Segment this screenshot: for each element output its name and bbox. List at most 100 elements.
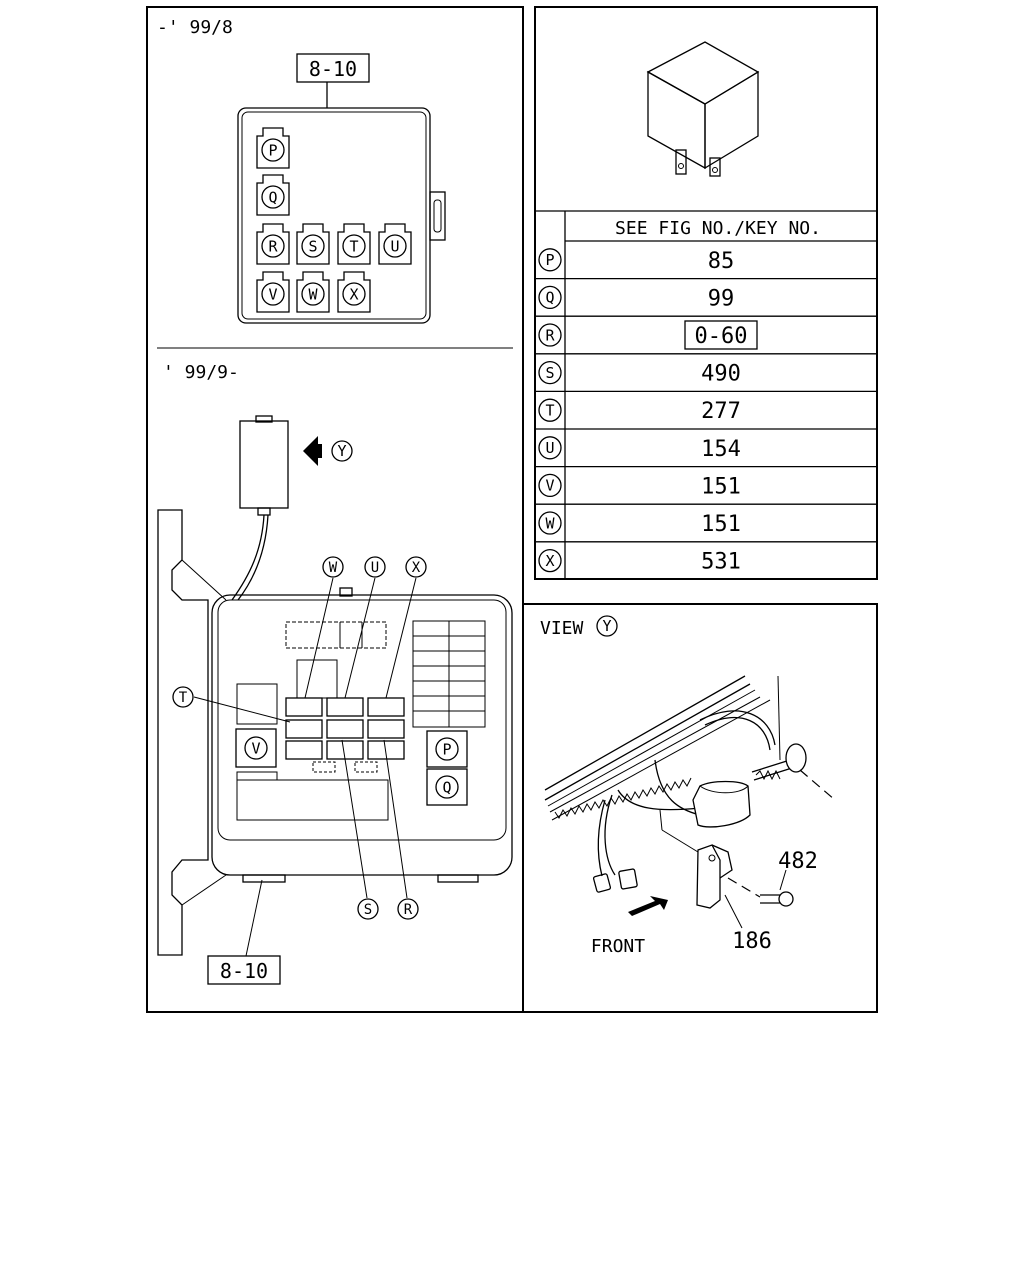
callout-w-letter: W	[329, 560, 338, 576]
connector-v-circle-letter: V	[268, 285, 277, 303]
table-row: P 85	[535, 248, 877, 280]
connector-x-circle: X	[342, 282, 366, 306]
box-label-p-letter: P	[442, 740, 451, 758]
connector-w: W	[296, 271, 330, 313]
frame-rail	[544, 675, 781, 821]
view-panel-frame	[522, 603, 878, 1013]
ref-box-bottom: 8-10	[207, 955, 281, 985]
connector-t: T	[337, 223, 371, 265]
box-label-q-letter: Q	[442, 778, 451, 796]
view-arrow-icon	[303, 436, 322, 466]
table-key-q: Q	[538, 285, 562, 310]
connector-q-circle: Q	[261, 185, 285, 209]
callout-t: T	[172, 686, 194, 708]
callout-r-letter: R	[404, 902, 413, 918]
connector-p-circle-letter: P	[268, 141, 277, 159]
key-table-frame	[534, 6, 878, 580]
view-title-marker-letter: Y	[602, 617, 611, 635]
table-value: 151	[701, 474, 741, 499]
part-number-bracket: 186	[732, 929, 772, 954]
date-label-pre: -' 99/8	[157, 17, 233, 38]
table-key-u: U	[538, 436, 562, 460]
relay-connector	[692, 780, 751, 828]
table-key-t: T	[538, 398, 562, 422]
box-label-v: V	[244, 736, 268, 760]
relay-illustration	[646, 41, 760, 177]
relay-component	[231, 415, 289, 601]
table-row: W 151	[535, 511, 877, 543]
box-label-q: Q	[435, 775, 459, 799]
table-key-u-letter: U	[545, 439, 554, 457]
callout-s-letter: S	[364, 902, 372, 918]
table-value: 85	[708, 249, 735, 274]
table-key-p: P	[538, 248, 562, 272]
view-marker-circle: Y	[331, 440, 353, 462]
table-key-r: R	[538, 323, 562, 347]
connector-p-circle: P	[261, 138, 285, 162]
socket-q-box	[426, 768, 468, 806]
table-value: 531	[701, 550, 741, 575]
table-value: 277	[701, 399, 741, 424]
table-value: 151	[701, 512, 741, 537]
connector-u-circle-letter: U	[390, 237, 399, 255]
table-key-t-letter: T	[545, 401, 554, 419]
table-value: 154	[701, 437, 741, 462]
box-label-v-letter: V	[251, 739, 260, 757]
mounting-bracket	[157, 509, 227, 956]
connector-plugs	[592, 868, 638, 893]
table-key-v-letter: V	[545, 477, 554, 495]
connector-t-circle-letter: T	[349, 237, 358, 255]
callout-r: R	[397, 898, 419, 920]
stud-part	[751, 743, 836, 801]
ref-box-top: 8-10	[296, 53, 370, 83]
view-marker-letter: Y	[337, 442, 346, 460]
connector-u-circle: U	[383, 234, 407, 258]
callout-t-letter: T	[179, 690, 188, 706]
table-row: U 154	[535, 436, 877, 468]
table-row: Q 99	[535, 285, 877, 317]
view-title: VIEW	[540, 618, 584, 639]
connector-p: P	[256, 127, 290, 169]
table-value: 99	[708, 286, 735, 311]
connector-v: V	[256, 271, 290, 313]
table-key-s-letter: S	[545, 364, 554, 382]
callout-u-letter: U	[371, 560, 379, 576]
table-row: S 490	[535, 360, 877, 393]
callout-leaders	[193, 577, 417, 957]
table-row: V 151	[535, 473, 877, 505]
table-key-w-letter: W	[545, 514, 555, 532]
connector-w-circle-letter: W	[308, 285, 318, 303]
bolt-part	[727, 877, 794, 907]
connector-r-circle: R	[261, 234, 285, 258]
connector-s: S	[296, 223, 330, 265]
table-key-q-letter: Q	[545, 289, 554, 307]
table-key-p-letter: P	[545, 251, 554, 269]
bracket-part	[659, 809, 733, 909]
table-value-box	[684, 320, 758, 350]
table-key-v: V	[538, 473, 562, 498]
table-key-w: W	[538, 511, 562, 535]
table-key-x-letter: X	[545, 552, 554, 570]
ref-box-bottom-label: 8-10	[220, 959, 268, 983]
relay-box-old	[237, 107, 446, 324]
table-row: X 531	[538, 548, 741, 575]
connector-u: U	[378, 223, 412, 265]
front-arrow-icon	[628, 896, 668, 916]
box-label-p: P	[435, 737, 459, 761]
ref-box-top-label: 8-10	[309, 57, 357, 81]
callout-u: U	[364, 556, 386, 578]
date-label-post: ' 99/9-	[163, 362, 239, 383]
table-key-x: X	[538, 548, 562, 573]
connector-q-circle-letter: Q	[268, 188, 277, 206]
connector-r: R	[256, 223, 290, 265]
connector-w-circle: W	[301, 282, 325, 306]
harness-wires	[597, 710, 776, 877]
relay-box-new	[211, 587, 513, 883]
connector-q: Q	[256, 174, 290, 216]
table-key-r-letter: R	[545, 326, 555, 344]
view-title-marker: Y	[596, 615, 618, 637]
table-value: 490	[701, 362, 741, 387]
callout-s: S	[357, 898, 379, 920]
left-panel-frame	[146, 6, 524, 1013]
